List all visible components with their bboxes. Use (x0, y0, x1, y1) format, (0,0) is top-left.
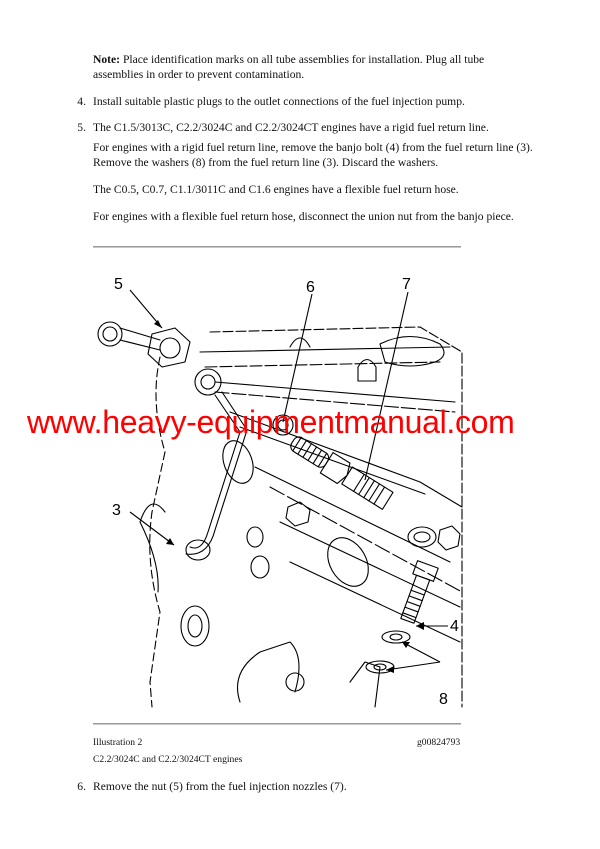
callout-6: 6 (306, 279, 315, 296)
figure-top-rule (93, 246, 461, 248)
illustration-label: Illustration 2 (93, 737, 143, 748)
engine-illustration: 5 6 7 3 4 8 (97, 276, 463, 708)
callout-7: 7 (402, 276, 411, 293)
step-text: The C1.5/3013C, C2.2/3024C and C2.2/3024… (93, 121, 489, 134)
step5-paragraph-rigid: For engines with a rigid fuel return lin… (93, 141, 533, 169)
figure-bottom-rule (93, 723, 461, 725)
step5-paragraph-flexible-engines: The C0.5, C0.7, C1.1/3011C and C1.6 engi… (93, 183, 459, 196)
step-number: 6. (77, 780, 86, 793)
note-paragraph: Note: Place identification marks on all … (93, 52, 513, 82)
callout-4: 4 (450, 618, 459, 635)
callout-5: 5 (114, 276, 123, 293)
illustration-caption: C2.2/3024C and C2.2/3024CT engines (93, 754, 243, 765)
note-label: Note: (93, 53, 121, 66)
watermark-url: www.heavy-equipmentmanual.com (27, 404, 515, 440)
step-text: Install suitable plastic plugs to the ou… (93, 95, 465, 108)
callout-8: 8 (439, 691, 448, 708)
illustration-id: g00824793 (417, 737, 461, 748)
step-number: 5. (77, 121, 86, 134)
step-number: 4. (77, 95, 86, 108)
note-text: Place identification marks on all tube a… (93, 53, 485, 81)
callout-3: 3 (112, 502, 121, 519)
step5-paragraph-flexible-hose: For engines with a flexible fuel return … (93, 210, 514, 223)
step-text: Remove the nut (5) from the fuel injecti… (93, 780, 347, 793)
